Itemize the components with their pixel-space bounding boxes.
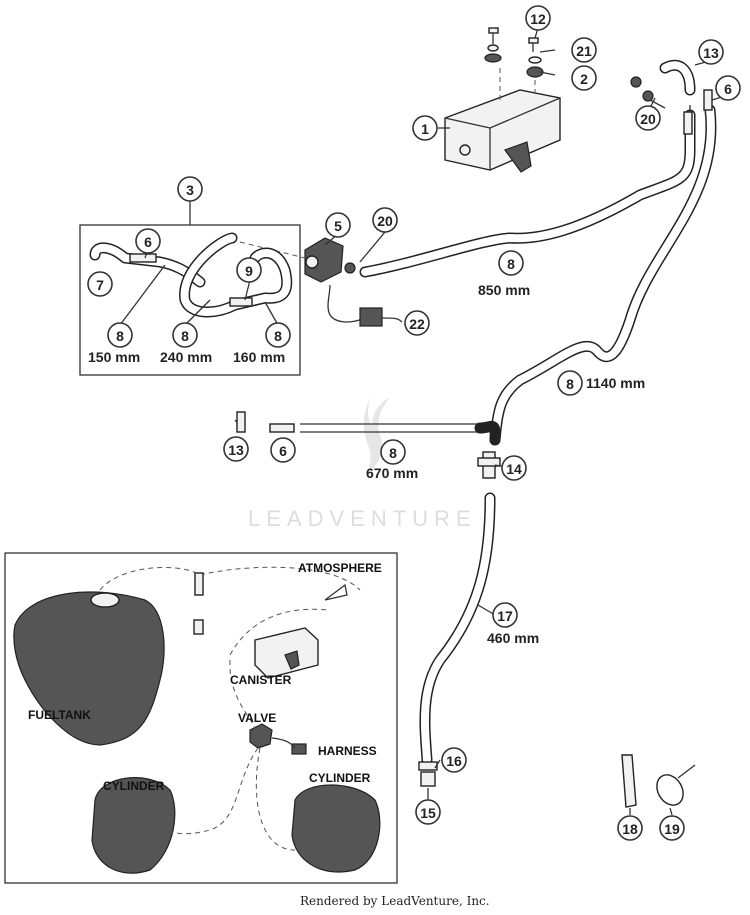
valve-label: VALVE <box>238 711 276 725</box>
svg-text:22: 22 <box>409 316 425 332</box>
svg-text:20: 20 <box>377 213 393 229</box>
callout-20-mid: 20 <box>372 207 398 233</box>
callout-15: 15 <box>415 799 441 825</box>
callout-17: 17 <box>492 602 518 628</box>
hose-kit-box <box>79 200 301 376</box>
strap-and-cable-tie <box>621 754 696 808</box>
leadventure-watermark: LEADVENTURE <box>248 395 477 531</box>
svg-text:12: 12 <box>530 11 546 27</box>
callout-1: 1 <box>412 115 438 141</box>
callout-18: 18 <box>617 815 643 841</box>
callout-2: 2 <box>571 65 597 91</box>
purge-valve <box>239 237 403 327</box>
svg-text:19: 19 <box>664 821 680 837</box>
hose-460mm <box>418 492 496 787</box>
cylinder-left-label: CYLINDER <box>103 779 165 793</box>
svg-text:3: 3 <box>186 182 194 198</box>
svg-text:14: 14 <box>506 461 522 477</box>
svg-text:6: 6 <box>144 234 152 250</box>
callout-8-160: 8 <box>265 322 291 348</box>
svg-text:8: 8 <box>116 328 124 344</box>
svg-text:8: 8 <box>389 445 397 461</box>
callout-19: 19 <box>659 815 685 841</box>
svg-text:17: 17 <box>497 608 513 624</box>
measurement-240: 240 mm <box>160 349 212 365</box>
measurement-1140: 1140 mm <box>586 375 645 391</box>
callout-6-box: 6 <box>135 228 161 254</box>
hose-670mm <box>234 411 501 446</box>
callout-8-240: 8 <box>172 322 198 348</box>
callout-7: 7 <box>87 271 113 297</box>
svg-text:18: 18 <box>622 821 638 837</box>
footer-credit: Rendered by LeadVenture, Inc. <box>300 894 490 908</box>
callout-13-mid: 13 <box>223 436 249 462</box>
inset-schematic: ATMOSPHERE CANISTER FUELTANK VALVE HARNE… <box>4 552 398 884</box>
svg-text:8: 8 <box>181 328 189 344</box>
svg-text:2: 2 <box>580 71 588 87</box>
svg-text:20: 20 <box>640 111 656 127</box>
fueltank-label: FUELTANK <box>28 708 91 722</box>
svg-text:1: 1 <box>421 121 429 137</box>
callout-3: 5 <box>325 212 351 238</box>
callout-20-top: 20 <box>635 105 661 131</box>
callout-14: 14 <box>501 455 527 481</box>
cylinder-right-label: CYLINDER <box>309 771 371 785</box>
svg-text:5: 5 <box>334 218 342 234</box>
callout-13-top: 13 <box>698 39 724 65</box>
callout-12: 12 <box>525 5 551 31</box>
screw-and-rubber-mount <box>484 27 544 78</box>
callout-8-150: 8 <box>107 322 133 348</box>
svg-text:6: 6 <box>724 81 732 97</box>
callout-16: 16 <box>441 747 467 773</box>
callout-6-top: 6 <box>715 75 741 101</box>
svg-text:21: 21 <box>576 43 592 59</box>
svg-text:6: 6 <box>279 443 287 459</box>
measurement-850: 850 mm <box>478 282 530 298</box>
svg-text:8: 8 <box>566 376 574 392</box>
svg-text:8: 8 <box>507 256 515 272</box>
measurement-670: 670 mm <box>366 465 418 481</box>
callout-8-670: 8 <box>380 439 406 465</box>
top-right-fittings <box>630 59 713 135</box>
svg-text:15: 15 <box>420 805 436 821</box>
callout-21: 21 <box>571 37 597 63</box>
svg-text:13: 13 <box>703 45 719 61</box>
svg-text:7: 7 <box>96 277 104 293</box>
atmosphere-label: ATMOSPHERE <box>298 561 382 575</box>
callout-8-850: 8 <box>498 250 524 276</box>
hose-1140mm <box>489 104 717 446</box>
canister-label: CANISTER <box>230 673 292 687</box>
svg-text:16: 16 <box>446 753 462 769</box>
svg-text:13: 13 <box>228 442 244 458</box>
svg-text:8: 8 <box>274 328 282 344</box>
measurement-150: 150 mm <box>88 349 140 365</box>
measurement-460: 460 mm <box>487 630 539 646</box>
svg-text:9: 9 <box>245 263 253 279</box>
canister-part <box>444 68 561 173</box>
callout-8-1140: 8 <box>557 370 583 396</box>
harness-label: HARNESS <box>318 744 377 758</box>
measurement-160: 160 mm <box>233 349 285 365</box>
callout-9: 9 <box>236 257 262 283</box>
callout-22: 22 <box>404 310 430 336</box>
callout-5: 3 <box>177 176 203 202</box>
watermark-text: LEADVENTURE <box>248 506 477 531</box>
callout-6-mid: 6 <box>270 437 296 463</box>
